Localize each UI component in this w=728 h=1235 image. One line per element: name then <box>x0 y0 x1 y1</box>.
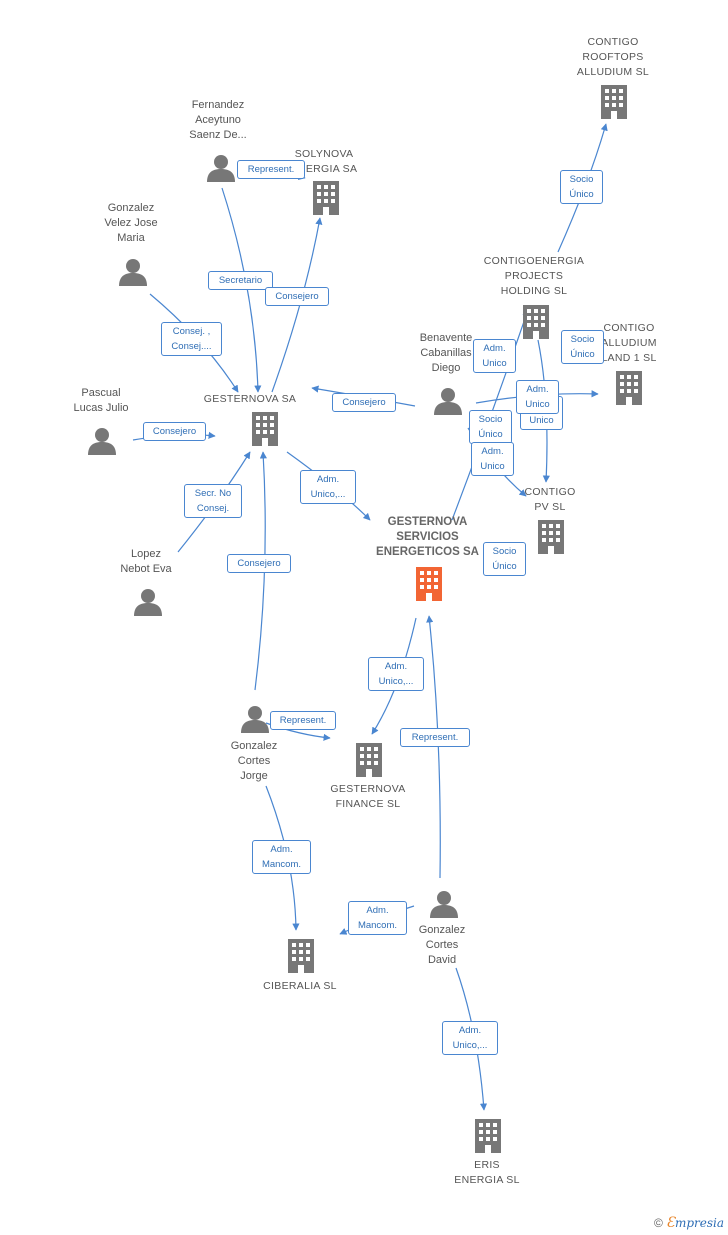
node-label-gonzalez-david[interactable]: Gonzalez Cortes David <box>418 924 466 966</box>
focus-icon <box>416 567 442 601</box>
fernandez-person-icon <box>207 155 235 182</box>
lopez-person-icon <box>134 589 162 616</box>
edge-label-fernandez-solynova[interactable]: Represent. <box>237 160 305 179</box>
benavente-person-icon <box>434 388 462 415</box>
edge-label-lopez-gesternova[interactable]: Secr. No Consej. <box>184 484 242 518</box>
brand-logo[interactable]: © Ɛmpresia <box>654 1215 724 1231</box>
node-label-pascual[interactable]: Pascual Lucas Julio <box>73 387 129 414</box>
edge-label-david-servicios[interactable]: Represent. <box>400 728 470 747</box>
contigo-pv-building-icon <box>538 520 564 554</box>
pascual-person-icon <box>88 428 116 455</box>
edge-label-benavente-projects[interactable]: Adm. Unico <box>473 339 516 373</box>
contigo-alludium-land-building-icon <box>616 371 642 405</box>
gonzalez-velez-person-icon <box>119 259 147 286</box>
edge-label-jorge-finance[interactable]: Represent. <box>270 711 336 730</box>
edge-label-servicios-finance[interactable]: Adm. Unico,... <box>368 657 424 691</box>
node-label-benavente[interactable]: Benavente Cabanillas Diego <box>419 332 473 374</box>
brand-e: Ɛ <box>666 1215 675 1231</box>
edge-label-benavente-servicios-socio[interactable]: Socio Único <box>469 410 512 444</box>
node-label-fernandez[interactable]: Fernandez Aceytuno Saenz De... <box>189 99 247 141</box>
edge-label-gesternova-servicios[interactable]: Adm. Unico,... <box>300 470 356 504</box>
edge-label-fernandez-gesternova[interactable]: Secretario <box>208 271 273 290</box>
edge-label-jorge-gesternova[interactable]: Consejero <box>227 554 291 573</box>
edge-label-pascual-gesternova[interactable]: Consejero <box>143 422 206 441</box>
node-label-contigo-pv[interactable]: CONTIGO PV SL <box>524 486 576 513</box>
gonzalez-david-person-icon <box>430 891 458 918</box>
edge-label-gonzalez-velez-gesternova[interactable]: Consej. , Consej.... <box>161 322 222 356</box>
copyright-icon: © <box>654 1216 663 1230</box>
node-label-contigo-alludium-land[interactable]: CONTIGO ALLUDIUM LAND 1 SL <box>601 322 657 364</box>
edge-label-benavente-pv[interactable]: Adm. Unico <box>471 442 514 476</box>
brand-name: mpresia <box>674 1216 724 1230</box>
edge-label-benavente-gesternova[interactable]: Consejero <box>332 393 396 412</box>
gesternova-finance-building-icon <box>356 743 382 777</box>
node-label-gonzalez-jorge[interactable]: Gonzalez Cortes Jorge <box>230 740 278 782</box>
node-label-gonzalez-velez[interactable]: Gonzalez Velez Jose Maria <box>104 202 158 244</box>
node-label-lopez[interactable]: Lopez Nebot Eva <box>120 548 172 575</box>
edge-label-david-eris[interactable]: Adm. Unico,... <box>442 1021 498 1055</box>
node-label-gesternova-servicios[interactable]: GESTERNOVA SERVICIOS ENERGETICOS SA <box>376 516 479 558</box>
edge-label-jorge-ciberalia[interactable]: Adm. Mancom. <box>252 840 311 874</box>
edge-david-servicios <box>426 615 441 879</box>
gonzalez-jorge-person-icon <box>241 706 269 733</box>
node-label-contigo-rooftops[interactable]: CONTIGO ROOFTOPS ALLUDIUM SL <box>576 36 650 78</box>
node-label-gesternova-finance[interactable]: GESTERNOVA FINANCE SL <box>330 783 406 810</box>
edge-label-benavente-land[interactable]: Adm. Unico <box>516 380 559 414</box>
node-label-gesternova-sa[interactable]: GESTERNOVA SA <box>203 393 297 405</box>
edge-label-projects-rooftops[interactable]: Socio Único <box>560 170 603 204</box>
edge-label-servicios-pv[interactable]: Socio Único <box>483 542 526 576</box>
contigoenergia-projects-building-icon <box>523 305 549 339</box>
eris-energia-building-icon <box>475 1119 501 1153</box>
gesternova-sa-building-icon <box>252 412 278 446</box>
edge-label-david-ciberalia[interactable]: Adm. Mancom. <box>348 901 407 935</box>
edge-label-gesternova-solynova[interactable]: Consejero <box>265 287 329 306</box>
edge-label-projects-land[interactable]: Socio Único <box>561 330 604 364</box>
edge-fernandez-gesternova <box>221 187 262 393</box>
gesternova-servicios-building-icon <box>416 567 442 601</box>
solynova-building-icon <box>313 181 339 215</box>
node-label-ciberalia[interactable]: CIBERALIA SL <box>263 980 337 992</box>
contigo-rooftops-building-icon <box>601 85 627 119</box>
node-label-eris-energia[interactable]: ERIS ENERGIA SL <box>454 1159 520 1186</box>
node-label-contigoenergia-projects[interactable]: CONTIGOENERGIA PROJECTS HOLDING SL <box>483 255 585 297</box>
ciberalia-building-icon <box>288 939 314 973</box>
